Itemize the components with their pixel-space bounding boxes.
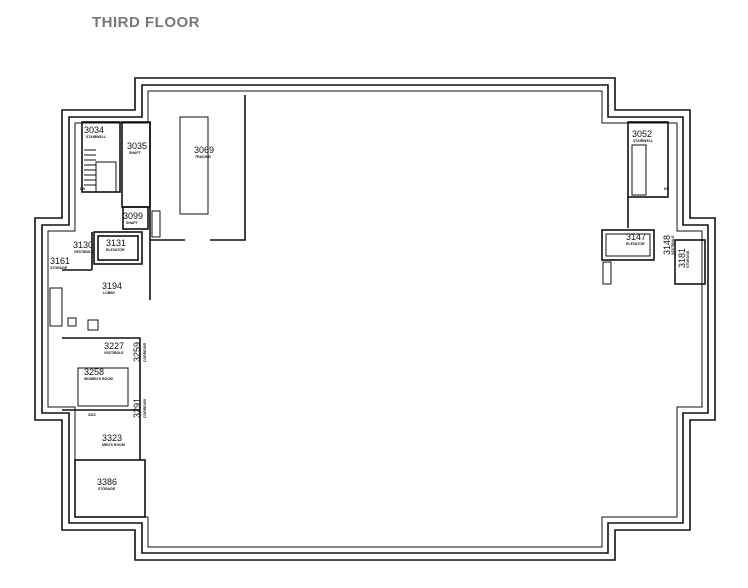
room-3099-name: SHAFT	[126, 221, 139, 225]
room-3227-name: VESTIBULE	[104, 351, 124, 355]
room-3291-name: CORRIDOR	[143, 398, 147, 418]
room-3034-number: 3034	[84, 125, 104, 135]
room-3291-number: 3291	[132, 398, 142, 418]
room-3161-number: 3161	[50, 256, 70, 266]
room-3099-number: 3099	[123, 211, 143, 221]
room-3386-name: STORAGE	[98, 487, 116, 491]
interior-walls	[49, 95, 706, 518]
room-3323-number: 3323	[102, 433, 122, 443]
stairs-left	[84, 149, 117, 193]
room-3035-number: 3035	[127, 141, 147, 151]
exterior-walls	[34, 77, 716, 561]
room-3069-number: 3069	[194, 145, 214, 155]
room-labels: 3034 STAIRWELL 3035 SHAFT 3069 TRADING 3…	[50, 125, 690, 491]
stair-dn-label-right: DN	[664, 187, 670, 191]
room-3259-name: CORRIDOR	[143, 342, 147, 362]
room-3259-number: 3259	[132, 342, 142, 362]
room-3035-name: SHAFT	[129, 151, 142, 155]
room-3052-name: STAIRWELL	[633, 139, 654, 143]
room-3147-name: ELEVATOR	[626, 242, 645, 246]
room-3148-number: 3148	[662, 235, 672, 255]
room-3258-name: WOMEN'S ROOM	[84, 377, 113, 381]
room-3194-name: LOBBY	[103, 291, 116, 295]
room-3034-name: STAIRWELL	[86, 135, 107, 139]
room-3386-number: 3386	[97, 477, 117, 487]
room-3322-number: 3322	[88, 413, 96, 417]
room-3130-name: VESTIBULE	[74, 250, 94, 254]
room-3194-number: 3194	[102, 281, 122, 291]
room-3147-number: 3147	[626, 232, 646, 242]
room-3227-number: 3227	[104, 341, 124, 351]
room-3161-name: STORAGE	[50, 266, 68, 270]
floor-title: THIRD FLOOR	[92, 14, 200, 31]
room-3148-name: VESTIBULE	[671, 235, 675, 255]
room-3181-name: STORAGE	[686, 250, 690, 268]
room-3131-number: 3131	[106, 238, 126, 248]
room-3258-number: 3258	[84, 367, 104, 377]
room-3181-number: 3181	[677, 248, 687, 268]
stair-dn-label-left: DN	[80, 187, 86, 191]
room-3131-name: ELEVATOR	[106, 248, 125, 252]
room-3052-number: 3052	[632, 129, 652, 139]
room-3323-name: MEN'S ROOM	[102, 443, 125, 447]
room-3130-number: 3130	[73, 240, 93, 250]
room-3069-name: TRADING	[195, 155, 211, 159]
